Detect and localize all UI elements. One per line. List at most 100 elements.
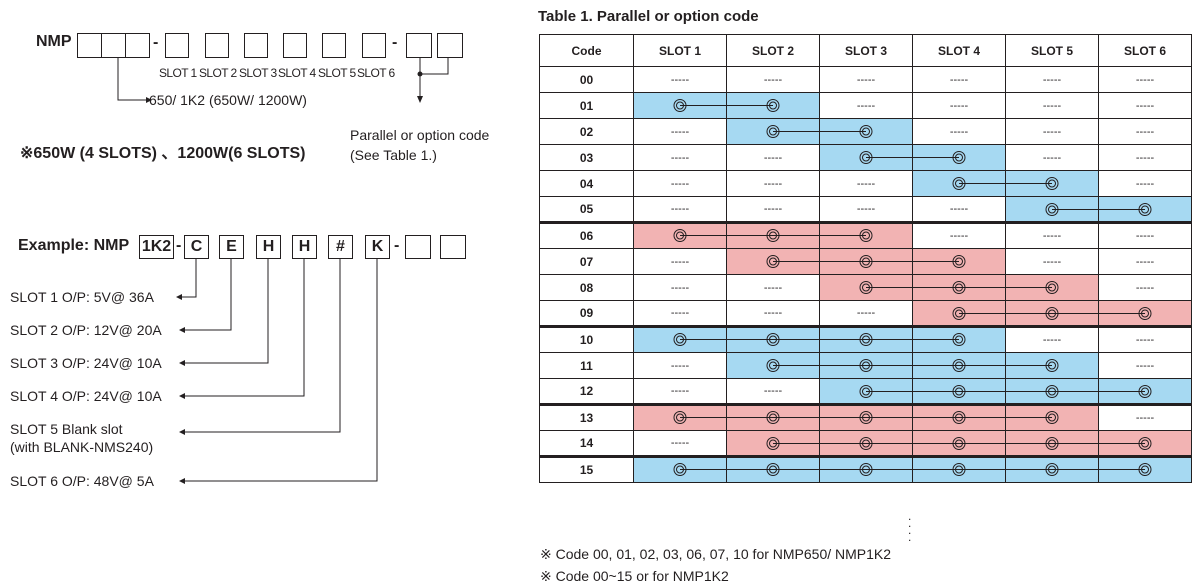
linked-slot-cell (1005, 455, 1099, 483)
linked-slot-cell (819, 274, 913, 301)
header-slot-1: SLOT 1 (633, 34, 727, 67)
linked-slot-cell (633, 403, 727, 431)
example-option-box-2 (440, 235, 466, 259)
vertical-dots: .... (908, 509, 912, 544)
empty-slot-cell: ----- (1098, 221, 1192, 249)
linked-slot-cell (819, 248, 913, 275)
table-row: 09--------------- (539, 300, 1192, 327)
linked-slot-cell (1098, 455, 1192, 483)
example-slot-desc-2: SLOT 2 O/P: 12V@ 20A (10, 322, 162, 338)
linked-slot-cell (1005, 403, 1099, 431)
dash-2: - (392, 34, 398, 51)
linked-slot-cell (912, 274, 1006, 301)
linked-slot-cell (912, 300, 1006, 327)
empty-slot-cell: ----- (912, 221, 1006, 249)
empty-slot-cell: ----- (1098, 248, 1192, 275)
slot-box-3 (244, 33, 268, 58)
linked-slot-cell (726, 92, 820, 119)
empty-slot-cell: ----- (912, 92, 1006, 119)
empty-slot-cell: ----- (1098, 403, 1192, 431)
empty-slot-cell: ----- (726, 144, 820, 171)
empty-slot-cell: ----- (726, 274, 820, 301)
option-box-2 (437, 33, 463, 58)
linked-slot-cell (912, 403, 1006, 431)
linked-slot-cell (633, 92, 727, 119)
table-row: 12---------- (539, 378, 1192, 405)
row-code: 09 (539, 300, 634, 327)
table-row: 02-------------------- (539, 118, 1192, 145)
row-code: 14 (539, 430, 634, 457)
linked-slot-cell (819, 325, 913, 353)
row-code: 11 (539, 352, 634, 379)
table-row: 07--------------- (539, 248, 1192, 275)
empty-slot-cell: ----- (633, 378, 727, 405)
empty-slot-cell: ----- (1005, 325, 1099, 353)
empty-slot-cell: ----- (912, 196, 1006, 223)
empty-slot-cell: ----- (633, 274, 727, 301)
table-row: 06--------------- (539, 221, 1192, 249)
slot-label-2: SLOT 2 (199, 66, 237, 80)
slot-label-1: SLOT 1 (159, 66, 197, 80)
row-code: 15 (539, 455, 634, 483)
example-slot-code-4: H (292, 235, 317, 259)
table-row: 03-------------------- (539, 144, 1192, 171)
empty-slot-cell: ----- (1005, 248, 1099, 275)
slots-note: ※650W (4 SLOTS) 、1200W(6 SLOTS) (20, 145, 306, 162)
empty-slot-cell: ----- (819, 196, 913, 223)
linked-slot-cell (726, 352, 820, 379)
linked-slot-cell (1005, 274, 1099, 301)
table-row: 13----- (539, 403, 1192, 431)
model-prefix: NMP (36, 33, 72, 50)
row-code: 01 (539, 92, 634, 119)
empty-slot-cell: ----- (633, 352, 727, 379)
linked-slot-cell (633, 221, 727, 249)
linked-slot-cell (912, 248, 1006, 275)
linked-slot-cell (1098, 196, 1192, 223)
linked-slot-cell (912, 378, 1006, 405)
row-code: 12 (539, 378, 634, 405)
power-box-2 (101, 33, 126, 58)
empty-slot-cell: ----- (819, 300, 913, 327)
empty-slot-cell: ----- (633, 144, 727, 171)
empty-slot-cell: ----- (819, 66, 913, 93)
power-note: 650/ 1K2 (650W/ 1200W) (149, 92, 307, 108)
left-connector-lines (117, 58, 449, 484)
table-row: 05-------------------- (539, 196, 1192, 223)
empty-slot-cell: ----- (1005, 221, 1099, 249)
linked-slot-cell (1005, 430, 1099, 457)
example-dash-1: - (176, 237, 182, 254)
example-slot-code-6: K (365, 235, 390, 259)
empty-slot-cell: ----- (726, 196, 820, 223)
empty-slot-cell: ----- (1098, 66, 1192, 93)
empty-slot-cell: ----- (726, 378, 820, 405)
table-row: 08--------------- (539, 274, 1192, 301)
linked-slot-cell (1005, 352, 1099, 379)
empty-slot-cell: ----- (1098, 170, 1192, 197)
example-slot-code-2: E (219, 235, 244, 259)
linked-slot-cell (1098, 300, 1192, 327)
empty-slot-cell: ----- (1098, 274, 1192, 301)
row-code: 02 (539, 118, 634, 145)
example-slot-desc-6: SLOT 6 O/P: 48V@ 5A (10, 473, 154, 489)
linked-slot-cell (726, 221, 820, 249)
header-slot-2: SLOT 2 (726, 34, 820, 67)
slot-box-2 (205, 33, 229, 58)
example-label: Example: NMP (18, 237, 130, 254)
linked-slot-cell (819, 430, 913, 457)
linked-slot-cell (726, 248, 820, 275)
example-slot-desc-4: SLOT 4 O/P: 24V@ 10A (10, 388, 162, 404)
empty-slot-cell: ----- (912, 118, 1006, 145)
linked-slot-cell (912, 325, 1006, 353)
table-header-row: Code SLOT 1 SLOT 2 SLOT 3 SLOT 4 SLOT 5 … (539, 34, 1192, 67)
row-code: 00 (539, 66, 634, 93)
empty-slot-cell: ----- (633, 430, 727, 457)
linked-slot-cell (819, 221, 913, 249)
linked-slot-cell (1005, 170, 1099, 197)
empty-slot-cell: ----- (819, 170, 913, 197)
row-code: 10 (539, 325, 634, 353)
linked-slot-cell (1098, 378, 1192, 405)
linked-slot-cell (633, 325, 727, 353)
table-row: 04-------------------- (539, 170, 1192, 197)
slot-box-1 (165, 33, 189, 58)
table-row: 01-------------------- (539, 92, 1192, 119)
